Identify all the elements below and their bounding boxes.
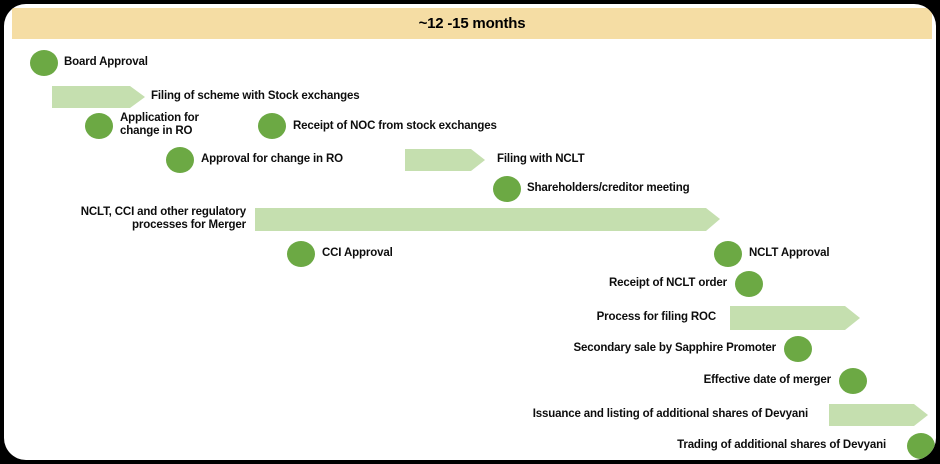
timeline-canvas — [30, 50, 935, 459]
marker-arrow-process-filing-roc — [730, 306, 860, 330]
row-label-shareholders-creditor-meeting: Shareholders/creditor meeting — [527, 182, 690, 194]
row-label-approval-change-ro: Approval for change in RO — [201, 153, 343, 165]
marker-circle-nclt-approval — [714, 241, 742, 267]
marker-circle-cci-approval — [287, 241, 315, 267]
row-label-trading-additional-shares-devyani: Trading of additional shares of Devyani — [677, 439, 886, 451]
marker-circle-shareholders-creditor-meeting — [493, 176, 521, 202]
marker-circle-board-approval — [30, 50, 58, 76]
marker-arrow-filing-with-nclt — [405, 149, 485, 171]
row-label-receipt-noc-stock-exchanges: Receipt of NOC from stock exchanges — [293, 120, 497, 132]
row-label-nclt-cci-regulatory-processes: NCLT, CCI and other regulatory processes… — [80, 206, 246, 231]
marker-circle-secondary-sale-sapphire-promoter — [784, 336, 812, 362]
row-label-filing-scheme-stock-exchanges: Filing of scheme with Stock exchanges — [151, 90, 360, 102]
marker-arrow-nclt-cci-regulatory-processes — [255, 208, 720, 231]
marker-circle-receipt-nclt-order — [735, 271, 763, 297]
row-label-cci-approval: CCI Approval — [322, 247, 393, 259]
row-label-filing-with-nclt: Filing with NCLT — [497, 153, 585, 165]
row-label-receipt-nclt-order: Receipt of NCLT order — [608, 277, 727, 289]
marker-circle-approval-change-ro — [166, 147, 194, 173]
timeline-duration-header: ~12 -15 months — [12, 8, 932, 39]
marker-arrow-issuance-listing-additional-shares-devyani — [829, 404, 928, 426]
marker-circle-effective-date-merger — [839, 368, 867, 394]
marker-circle-trading-additional-shares-devyani — [907, 433, 935, 459]
row-label-secondary-sale-sapphire-promoter: Secondary sale by Sapphire Promoter — [573, 342, 777, 354]
marker-circle-application-change-ro — [85, 113, 113, 139]
row-label-nclt-approval: NCLT Approval — [749, 247, 830, 259]
row-label-effective-date-merger: Effective date of merger — [703, 374, 832, 386]
row-label-process-filing-roc: Process for filing ROC — [596, 311, 717, 323]
marker-arrow-filing-scheme-stock-exchanges — [52, 86, 145, 108]
page-title: ~12 -15 months — [418, 15, 526, 32]
row-label-board-approval: Board Approval — [64, 56, 148, 68]
row-label-issuance-listing-additional-shares-devyani: Issuance and listing of additional share… — [532, 408, 808, 420]
row-label-application-change-ro: Application for change in RO — [120, 112, 199, 137]
marker-circle-receipt-noc-stock-exchanges — [258, 113, 286, 139]
diagram-card: ~12 -15 months — [4, 4, 936, 460]
